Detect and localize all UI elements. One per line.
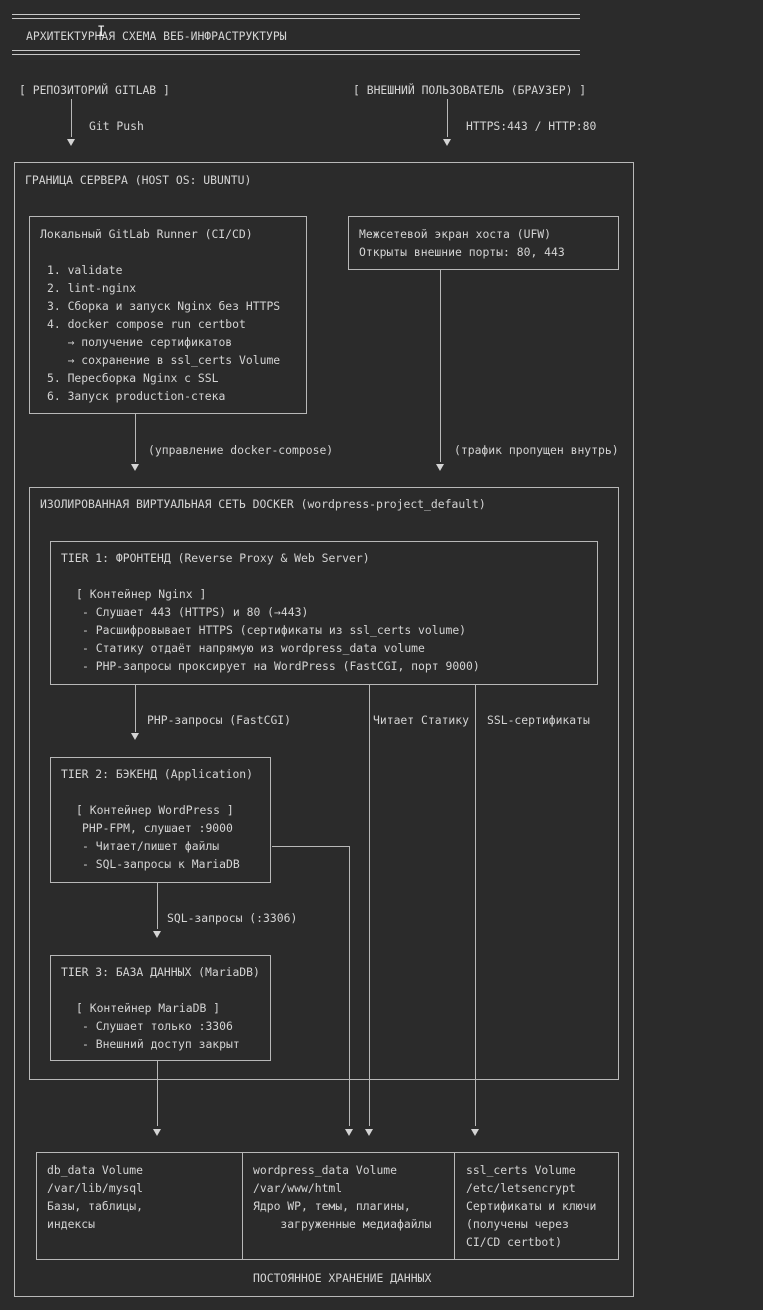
git-push-line <box>71 99 72 137</box>
tier2-line: - Читает/пишет файлы <box>82 839 220 853</box>
ssl-flow-arrow <box>471 1129 479 1136</box>
gitlab-repo-label: [ РЕПОЗИТОРИЙ GITLAB ] <box>19 83 170 97</box>
runner-step: 4. docker compose run certbot <box>47 317 246 331</box>
runner-step: 1. validate <box>47 263 123 277</box>
static-flow-line <box>369 685 370 1126</box>
tier3-title: TIER 3: БАЗА ДАННЫХ (MariaDB) <box>61 965 260 979</box>
static-flow-arrow <box>365 1129 373 1136</box>
wp-volume-desc: загруженные медиафайлы <box>253 1217 432 1231</box>
compose-arrow <box>131 464 139 471</box>
diagram-title: АРХИТЕКТУРНАЯ СХЕМА ВЕБ-ИНФРАСТРУКТУРЫ <box>26 29 287 43</box>
tier2-line: - SQL-запросы к MariaDB <box>82 857 240 871</box>
wp-volume-desc: Ядро WP, темы, плагины, <box>253 1199 411 1213</box>
tier1-line: - PHP-запросы проксирует на WordPress (F… <box>82 659 480 673</box>
firewall-box <box>348 216 619 270</box>
ssl-volume-desc: CI/CD certbot) <box>466 1235 563 1249</box>
server-boundary <box>14 162 634 1297</box>
https-line <box>447 99 448 137</box>
compose-label: (управление docker-compose) <box>148 443 334 457</box>
volumes-box <box>36 1152 619 1260</box>
wp-files-line-h <box>272 846 349 847</box>
php-flow-line <box>135 685 136 732</box>
gitlab-runner-title: Локальный GitLab Runner (CI/CD) <box>40 227 253 241</box>
tier1-frontend-box <box>50 541 598 685</box>
wordpress-container-label: [ Контейнер WordPress ] <box>76 803 234 817</box>
storage-footer-label: ПОСТОЯННОЕ ХРАНЕНИЕ ДАННЫХ <box>253 1271 432 1285</box>
runner-step: → сохранение в ssl_certs Volume <box>47 353 281 367</box>
tier3-line: - Слушает только :3306 <box>82 1019 233 1033</box>
header-rule-bottom <box>12 50 580 55</box>
wp-volume-path: /var/www/html <box>253 1181 343 1195</box>
firewall-ports: Открыты внешние порты: 80, 443 <box>359 245 565 259</box>
wp-files-arrow <box>345 1129 353 1136</box>
ssl-volume-path: /etc/letsencrypt <box>466 1181 576 1195</box>
tier1-title: TIER 1: ФРОНТЕНД (Reverse Proxy & Web Se… <box>61 551 370 565</box>
traffic-line <box>440 270 441 462</box>
git-push-label: Git Push <box>89 119 144 133</box>
db-volume-line <box>157 1061 158 1126</box>
ssl-flow-line <box>475 685 476 1126</box>
wp-volume-name: wordpress_data Volume <box>253 1163 398 1177</box>
gitlab-runner-box <box>29 216 307 414</box>
sql-flow-arrow <box>153 931 161 938</box>
static-flow-label: Читает Статику <box>373 713 470 727</box>
runner-step: 2. lint-nginx <box>47 281 137 295</box>
tier2-line: PHP-FPM, слушает :9000 <box>82 821 233 835</box>
compose-line <box>135 414 136 462</box>
docker-network-box <box>29 487 619 1080</box>
db-volume-path: /var/lib/mysql <box>47 1181 144 1195</box>
db-volume-name: db_data Volume <box>47 1163 144 1177</box>
ssl-flow-label: SSL-сертификаты <box>487 713 590 727</box>
db-volume-desc: индексы <box>47 1217 96 1231</box>
nginx-container-label: [ Контейнер Nginx ] <box>76 587 207 601</box>
server-boundary-title: ГРАНИЦА СЕРВЕРА (HOST OS: UBUNTU) <box>25 173 252 187</box>
tier2-backend-box <box>50 757 271 883</box>
https-arrow <box>443 139 451 146</box>
browser-user-label: [ ВНЕШНИЙ ПОЛЬЗОВАТЕЛЬ (БРАУЗЕР) ] <box>353 83 587 97</box>
runner-step: 6. Запуск production-стека <box>47 389 226 403</box>
volumes-divider <box>242 1152 243 1260</box>
tier2-title: TIER 2: БЭКЕНД (Application) <box>61 767 254 781</box>
runner-step: → получение сертификатов <box>47 335 233 349</box>
wp-files-line-v <box>349 846 350 1126</box>
ssl-volume-desc: Сертификаты и ключи <box>466 1199 597 1213</box>
https-label: HTTPS:443 / HTTP:80 <box>466 119 597 133</box>
db-volume-desc: Базы, таблицы, <box>47 1199 144 1213</box>
php-flow-label: PHP-запросы (FastCGI) <box>147 713 292 727</box>
docker-network-title: ИЗОЛИРОВАННАЯ ВИРТУАЛЬНАЯ СЕТЬ DOCKER (w… <box>40 497 486 511</box>
git-push-arrow <box>67 139 75 146</box>
runner-step: 5. Пересборка Nginx с SSL <box>47 371 219 385</box>
volumes-divider <box>454 1152 455 1260</box>
traffic-arrow <box>436 464 444 471</box>
sql-flow-line <box>157 883 158 929</box>
tier1-line: - Слушает 443 (HTTPS) и 80 (→443) <box>82 605 309 619</box>
text-cursor-icon: I <box>97 24 106 40</box>
tier1-line: - Расшифровывает HTTPS (сертификаты из s… <box>82 623 467 637</box>
ssl-volume-desc: (получены через <box>466 1217 569 1231</box>
tier1-line: - Статику отдаёт напрямую из wordpress_d… <box>82 641 425 655</box>
firewall-title: Межсетевой экран хоста (UFW) <box>359 227 552 241</box>
tier3-database-box <box>50 955 271 1061</box>
runner-step: 3. Сборка и запуск Nginx без HTTPS <box>47 299 281 313</box>
sql-flow-label: SQL-запросы (:3306) <box>167 911 298 925</box>
tier3-line: - Внешний доступ закрыт <box>82 1037 240 1051</box>
php-flow-arrow <box>131 733 139 740</box>
traffic-label: (трафик пропущен внутрь) <box>454 443 619 457</box>
mariadb-container-label: [ Контейнер MariaDB ] <box>76 1001 221 1015</box>
ssl-volume-name: ssl_certs Volume <box>466 1163 576 1177</box>
header-rule-top <box>12 14 580 19</box>
db-volume-arrow <box>153 1129 161 1136</box>
